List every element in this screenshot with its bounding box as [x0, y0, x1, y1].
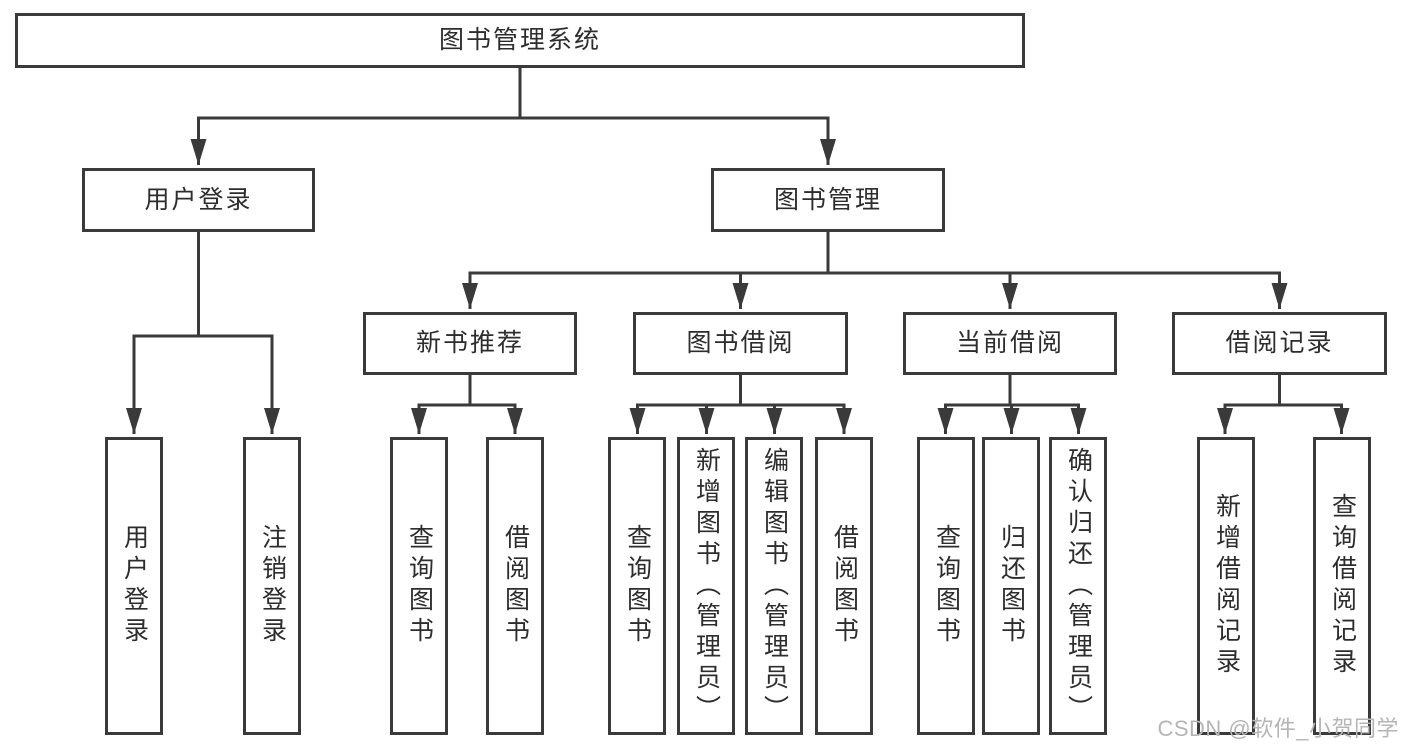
- leaf-edit-book-admin: 编辑图书（管理员）: [745, 437, 803, 735]
- node-current-borrow: 当前借阅: [903, 312, 1117, 375]
- leaf-user-login-label: 用户登录: [120, 524, 149, 648]
- leaf-add-borrow-record: 新增借阅记录: [1197, 437, 1255, 735]
- leaf-confirm-return-admin: 确认归还（管理员）: [1049, 437, 1107, 735]
- leaf-query-books-recommend-label: 查询图书: [405, 524, 434, 648]
- leaf-query-borrow-record-label: 查询借阅记录: [1328, 493, 1357, 679]
- leaf-borrow-books-recommend: 借阅图书: [486, 437, 544, 735]
- leaf-return-book-label: 归还图书: [997, 524, 1026, 648]
- node-book-management: 图书管理: [711, 168, 945, 232]
- node-user-login-label: 用户登录: [144, 185, 253, 214]
- leaf-borrow-books-recommend-label: 借阅图书: [501, 524, 530, 648]
- node-borrow-records-label: 借阅记录: [1225, 329, 1334, 357]
- leaf-query-books-borrow: 查询图书: [608, 437, 666, 735]
- node-book-management-label: 图书管理: [773, 185, 882, 214]
- root-node-label: 图书管理系统: [438, 26, 601, 54]
- node-new-book-recommend: 新书推荐: [363, 312, 577, 375]
- leaf-add-book-admin-label: 新增图书（管理员）: [692, 446, 721, 726]
- csdn-watermark: CSDN @软件_小贺同学: [1157, 716, 1399, 741]
- leaf-query-books-current: 查询图书: [917, 437, 975, 735]
- node-borrow-records: 借阅记录: [1172, 312, 1387, 375]
- node-book-borrow: 图书借阅: [633, 312, 848, 375]
- node-current-borrow-label: 当前借阅: [955, 329, 1064, 357]
- leaf-add-borrow-record-label: 新增借阅记录: [1212, 493, 1241, 679]
- leaf-logout-label: 注销登录: [258, 524, 287, 648]
- leaf-return-book: 归还图书: [982, 437, 1040, 735]
- node-new-book-recommend-label: 新书推荐: [415, 329, 524, 357]
- leaf-user-login: 用户登录: [105, 437, 163, 735]
- leaf-borrow-books: 借阅图书: [815, 437, 873, 735]
- leaf-query-books-current-label: 查询图书: [932, 524, 961, 648]
- leaf-borrow-books-label: 借阅图书: [830, 524, 859, 648]
- leaf-query-books-recommend: 查询图书: [390, 437, 448, 735]
- node-book-borrow-label: 图书借阅: [686, 329, 795, 357]
- root-node: 图书管理系统: [15, 13, 1025, 68]
- leaf-confirm-return-admin-label: 确认归还（管理员）: [1064, 446, 1093, 726]
- leaf-logout: 注销登录: [243, 437, 301, 735]
- leaf-query-borrow-record: 查询借阅记录: [1313, 437, 1371, 735]
- leaf-edit-book-admin-label: 编辑图书（管理员）: [760, 446, 789, 726]
- leaf-query-books-borrow-label: 查询图书: [623, 524, 652, 648]
- node-user-login: 用户登录: [82, 168, 315, 232]
- leaf-add-book-admin: 新增图书（管理员）: [677, 437, 735, 735]
